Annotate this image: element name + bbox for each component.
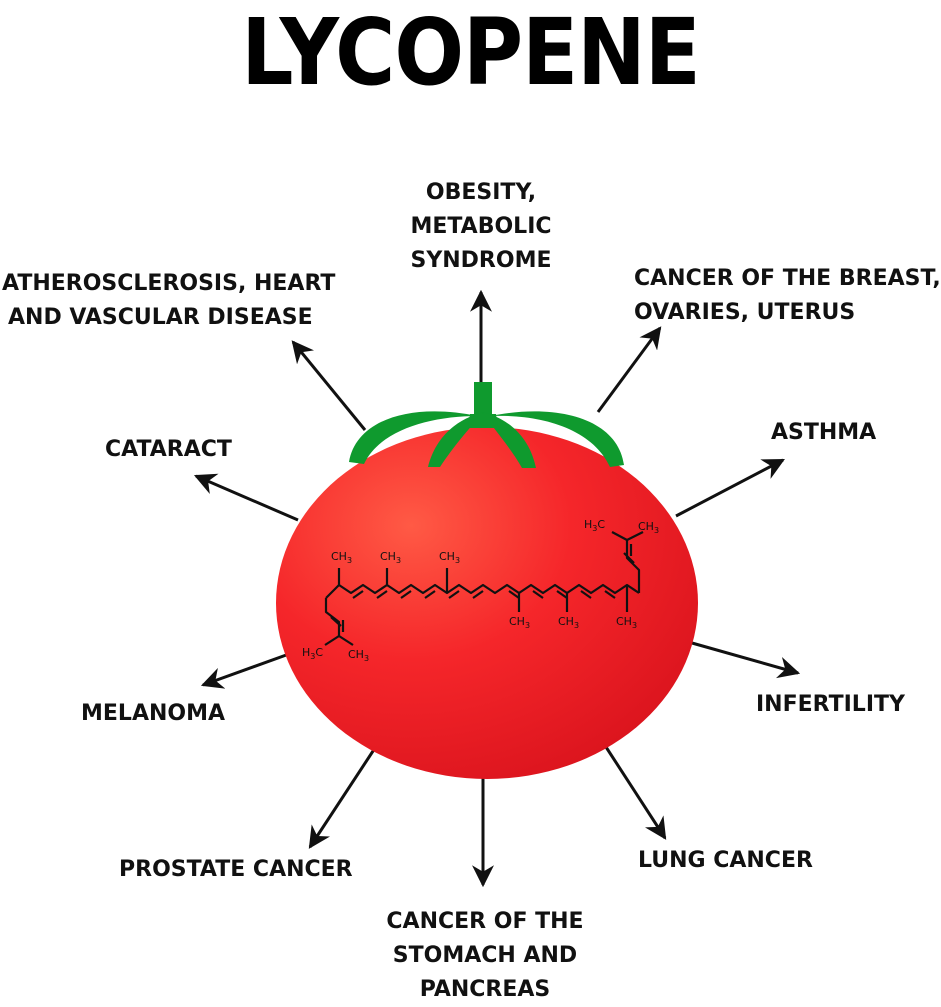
arrow-infertility xyxy=(691,641,801,679)
label-stomach: CANCER OF THE STOMACH AND PANCREAS xyxy=(386,909,584,1002)
arrow-lung xyxy=(604,746,667,840)
arrow-melanoma xyxy=(200,652,290,689)
lycopene-molecule xyxy=(324,531,644,646)
label-breast: CANCER OF THE BREAST, OVARIES, UTERUS xyxy=(634,266,941,325)
label-prostate: PROSTATE CANCER xyxy=(119,857,353,882)
label-atherosclerosis: ATHEROSCLEROSIS, HEART AND VASCULAR DISE… xyxy=(2,271,336,330)
molecule-labels: CH3 CH3 CH3 CH3 CH3 CH3 CH3 CH3 H3C H3C xyxy=(302,518,659,663)
label-cataract: CATARACT xyxy=(105,437,232,462)
arrow-atherosclerosis xyxy=(291,340,367,431)
methyl-label: CH3 xyxy=(439,550,460,565)
methyl-label: CH3 xyxy=(509,615,530,630)
arrow-breast xyxy=(596,326,662,413)
methyl-label: CH3 xyxy=(638,520,659,535)
label-asthma: ASTHMA xyxy=(771,420,877,445)
arrow-cataract xyxy=(193,473,299,522)
label-infertility: INFERTILITY xyxy=(756,692,905,717)
methyl-label: CH3 xyxy=(331,550,352,565)
arrow-asthma xyxy=(675,458,785,518)
terminal-right-label: H3C xyxy=(584,518,605,533)
label-lung: LUNG CANCER xyxy=(638,848,813,873)
tomato-leaves xyxy=(349,382,624,468)
label-melanoma: MELANOMA xyxy=(81,701,225,726)
label-obesity: OBESITY, METABOLIC SYNDROME xyxy=(410,180,552,273)
methyl-label: CH3 xyxy=(380,550,401,565)
page-title: LYCOPENE xyxy=(241,0,701,107)
arrow-prostate xyxy=(308,747,377,849)
methyl-label: CH3 xyxy=(348,648,369,663)
tomato-body xyxy=(276,427,698,779)
methyl-label: CH3 xyxy=(616,615,637,630)
arrows xyxy=(193,289,801,888)
terminal-left-label: H3C xyxy=(302,646,323,661)
methyl-label: CH3 xyxy=(558,615,579,630)
